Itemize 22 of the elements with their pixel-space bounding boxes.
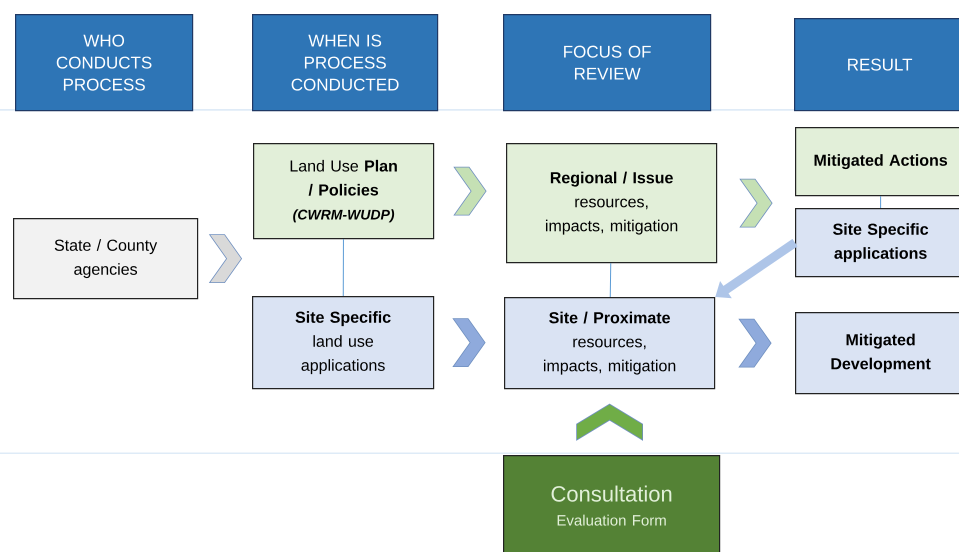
process-box: Land Use Plan / Policies (CWRM-WUDP) bbox=[253, 143, 434, 240]
chevron-arrow bbox=[576, 404, 643, 441]
process-box: Site / Proximate resources, impacts, mitigation bbox=[504, 297, 716, 390]
chevron-arrow bbox=[738, 318, 772, 368]
connector-line bbox=[610, 262, 612, 298]
consultation-box: Consultation Evaluation Form bbox=[503, 455, 720, 552]
header-box: WHEN IS PROCESS CONDUCTED bbox=[252, 14, 438, 112]
connector-line bbox=[880, 196, 882, 208]
chevron-arrow bbox=[208, 234, 242, 283]
result-box: Site Specific applications bbox=[795, 208, 959, 278]
chevron-arrow bbox=[452, 318, 486, 367]
chevron-arrow bbox=[453, 166, 487, 216]
process-box: Site Specific land use applications bbox=[252, 296, 434, 390]
chevron-arrow bbox=[739, 178, 773, 228]
header-box: RESULT bbox=[794, 18, 959, 112]
header-box: WHO CONDUCTS PROCESS bbox=[15, 14, 194, 112]
process-box: Regional / Issue resources, impacts, mitigation bbox=[506, 143, 718, 264]
process-box: State / County agencies bbox=[13, 218, 198, 300]
header-box: FOCUS OF REVIEW bbox=[503, 14, 712, 112]
result-box: Mitigated Development bbox=[795, 312, 959, 394]
result-box: Mitigated Actions bbox=[795, 127, 959, 196]
connector-line bbox=[342, 238, 344, 296]
